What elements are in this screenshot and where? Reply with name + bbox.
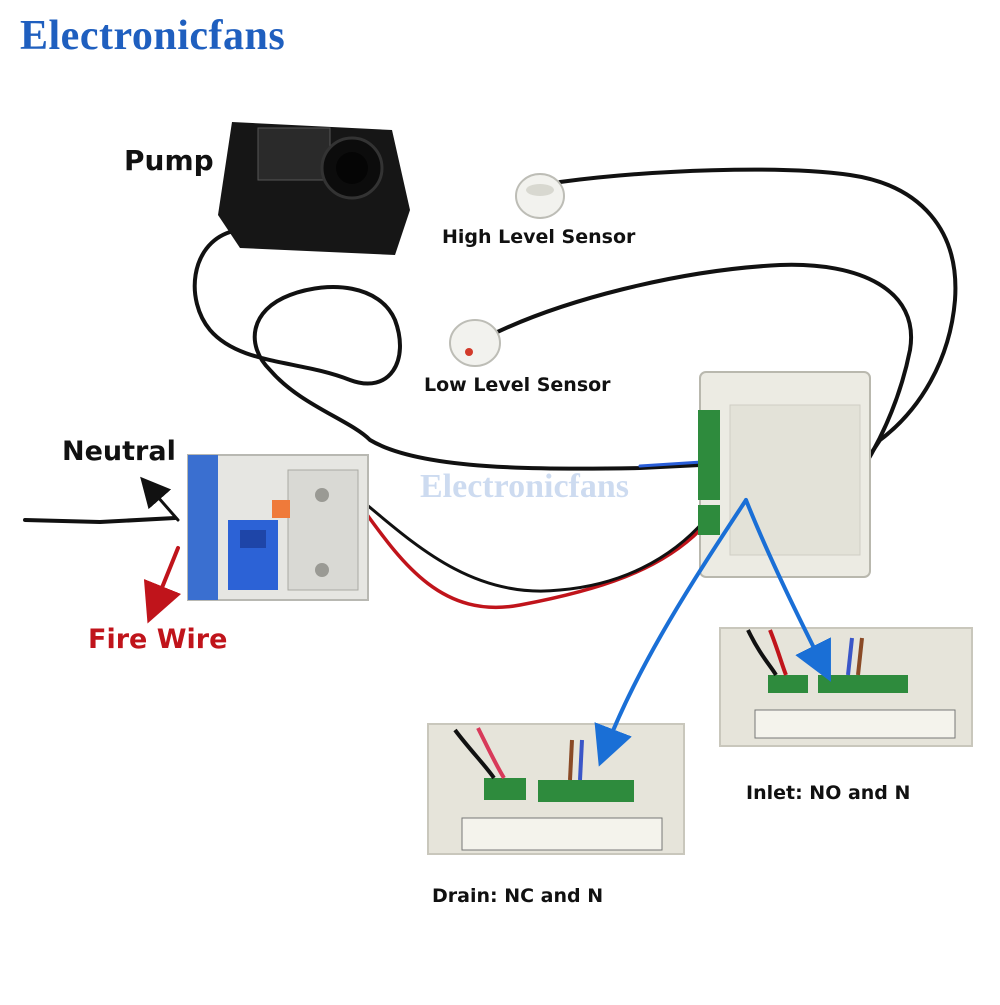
drain-inset bbox=[427, 723, 685, 855]
colored-wires bbox=[353, 460, 707, 609]
mains-cable bbox=[23, 516, 177, 525]
black-wire bbox=[353, 493, 707, 593]
low-sensor-icon bbox=[449, 319, 501, 367]
label-pump: Pump bbox=[124, 144, 214, 177]
cables bbox=[23, 167, 958, 525]
label-inlet: Inlet: NO and N bbox=[746, 782, 911, 804]
inlet-inset bbox=[719, 627, 973, 747]
low-sensor-cable bbox=[483, 262, 914, 467]
high-sensor-icon bbox=[515, 173, 565, 219]
red-wire bbox=[358, 503, 702, 609]
pump-cable bbox=[192, 230, 702, 471]
label-neutral: Neutral bbox=[62, 436, 176, 467]
arrow-to-inlet bbox=[744, 498, 831, 682]
pump-icon bbox=[218, 122, 410, 255]
blue-wire bbox=[638, 460, 704, 468]
circuit-breaker-icon bbox=[187, 454, 369, 601]
brand-logo: Electronicfans bbox=[20, 13, 286, 59]
label-high-sensor: High Level Sensor bbox=[442, 226, 636, 248]
label-low-sensor: Low Level Sensor bbox=[424, 374, 611, 396]
high-sensor-cable bbox=[558, 167, 958, 472]
annotation-arrows bbox=[140, 476, 831, 767]
controller-icon bbox=[698, 371, 871, 578]
watermark: Electronicfans bbox=[420, 468, 630, 505]
arrow-neutral bbox=[140, 476, 180, 522]
arrow-to-drain bbox=[594, 498, 748, 767]
arrow-fire-wire bbox=[143, 546, 182, 624]
label-drain: Drain: NC and N bbox=[432, 885, 604, 907]
label-fire-wire: Fire Wire bbox=[88, 624, 228, 655]
